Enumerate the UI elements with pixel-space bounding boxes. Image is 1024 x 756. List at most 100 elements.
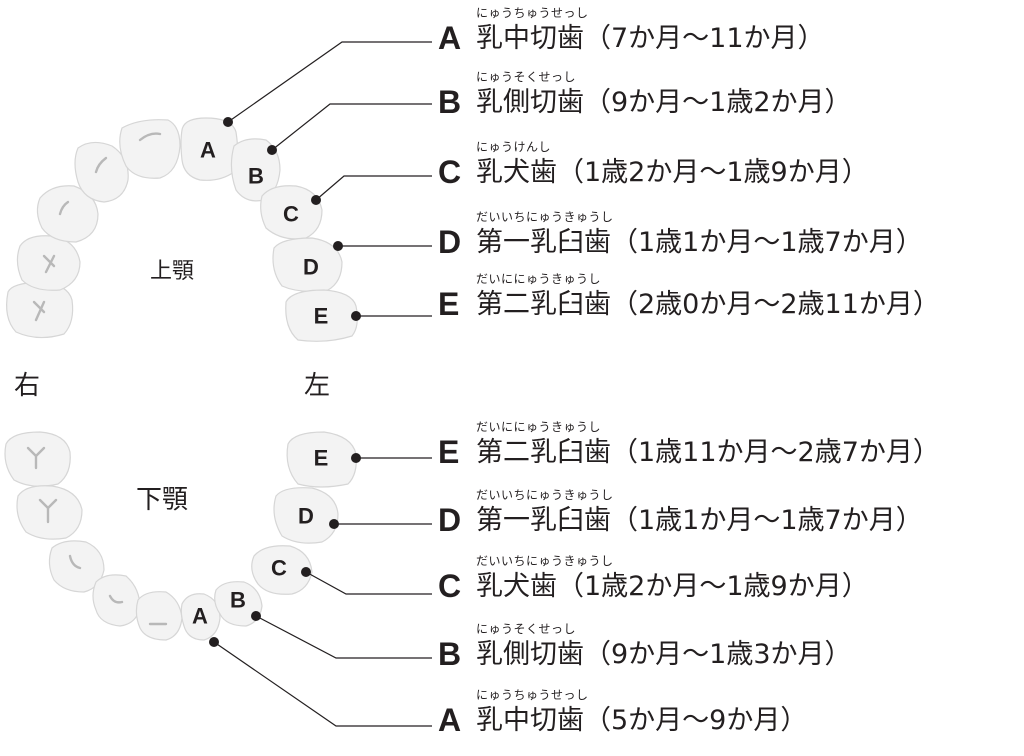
lower-entry-b-tooth-name: 乳側切歯: [476, 639, 584, 670]
lower-right-tooth-d: [16, 485, 83, 540]
lower-entry-d-name: 第一乳臼歯（1歳1か月〜1歳7か月）: [476, 503, 923, 539]
upper-entry-c-furigana: にゅうけんし: [476, 140, 552, 154]
upper-right-tooth-b: [74, 141, 129, 203]
upper-right-tooth-a-mark: [138, 132, 162, 142]
upper-entry-d-furigana: だいいちにゅうきゅうし: [476, 210, 614, 224]
left-side-label: 左: [304, 371, 330, 401]
upper-tooth-letter-d: D: [303, 255, 319, 280]
upper-left-tooth-d: [272, 237, 343, 292]
upper-entry-a-period: （7か月〜11か月）: [584, 23, 825, 54]
upper-entry-e-letter: E: [438, 286, 460, 322]
leader-upper-a: [227, 41, 432, 123]
upper-right-tooth-c: [36, 185, 99, 243]
lower-entry-c-name: 乳犬歯（1歳2か月〜1歳9か月）: [476, 569, 869, 605]
upper-left-tooth-c: [260, 185, 323, 240]
lower-left-tooth-c: [251, 545, 313, 595]
lower-right-tooth-b-mark: [108, 594, 124, 604]
lower-entry-a-name: 乳中切歯（5か月〜9か月）: [476, 703, 807, 739]
upper-jaw-label: 上顎: [150, 259, 194, 284]
upper-entry-b-period: （9か月〜1歳2か月）: [584, 87, 852, 118]
upper-entry-e-name: 第二乳臼歯（2歳0か月〜2歳11か月）: [476, 287, 940, 323]
lower-left-tooth-e: [286, 431, 357, 488]
upper-tooth-letter-c: C: [283, 202, 299, 227]
leader-upper-b: [271, 103, 432, 151]
leader-lower-c: [305, 571, 432, 595]
lower-entry-b-name: 乳側切歯（9か月〜1歳3か月）: [476, 637, 852, 673]
leader-dot-upper-c: [311, 195, 321, 205]
leader-dot-upper-b: [267, 145, 277, 155]
upper-entry-d-tooth-name: 第一乳臼歯: [476, 227, 611, 258]
upper-entry-a-furigana: にゅうちゅうせっし: [476, 6, 589, 20]
lower-entry-e-letter: E: [438, 434, 460, 470]
lower-entry-a-period: （5か月〜9か月）: [584, 705, 808, 736]
lower-jaw: A B C D E 下顎: [4, 431, 357, 641]
lower-entry-d-letter: D: [438, 502, 462, 538]
upper-entry-b-name: 乳側切歯（9か月〜1歳2か月）: [476, 85, 852, 121]
leader-dot-upper-e: [351, 311, 361, 321]
upper-entry-e-furigana: だいににゅうきゅうし: [476, 272, 602, 286]
upper-entry-d-name: 第一乳臼歯（1歳1か月〜1歳7か月）: [476, 225, 923, 261]
upper-entry-b-tooth-name: 乳側切歯: [476, 87, 584, 118]
lower-left-tooth-a: [180, 593, 221, 641]
lower-entry-c-tooth-name: 乳犬歯: [476, 571, 557, 602]
upper-right-tooth-a: [119, 119, 181, 179]
lower-entry-e-tooth-name: 第二乳臼歯: [476, 437, 611, 468]
leader-upper-c: [315, 175, 432, 201]
leader-dot-upper-d: [333, 241, 343, 251]
upper-right-tooth-c-mark: [58, 200, 70, 216]
upper-entry-e-period: （2歳0か月〜2歳11か月）: [611, 289, 940, 320]
upper-jaw: A B C D E 上顎: [6, 117, 358, 342]
leader-dot-lower-e: [351, 453, 361, 463]
lower-entry-e-furigana: だいににゅうきゅうし: [476, 420, 602, 434]
upper-entry-e-tooth-name: 第二乳臼歯: [476, 289, 611, 320]
lower-entry-c-furigana: だいいちにゅうきゅうし: [476, 554, 614, 568]
lower-entry-d-period: （1歳1か月〜1歳7か月）: [611, 505, 923, 536]
lower-entry-b-furigana: にゅうそくせっし: [476, 622, 577, 636]
leader-dot-lower-c: [301, 567, 311, 577]
lower-entry-b-letter: B: [438, 636, 462, 672]
upper-entry-a-letter: A: [438, 20, 462, 56]
upper-entry-c-period: （1歳2か月〜1歳9か月）: [557, 157, 869, 188]
right-side-label: 右: [14, 371, 40, 401]
upper-entry-d-period: （1歳1か月〜1歳7か月）: [611, 227, 923, 258]
upper-tooth-letter-b: B: [248, 164, 264, 189]
lower-right-tooth-d-mark: [38, 498, 58, 524]
upper-right-tooth-b-mark: [94, 156, 108, 174]
leader-lower-a: [213, 641, 432, 727]
upper-entry-b-furigana: にゅうそくせっし: [476, 70, 577, 84]
lower-right-tooth-e: [4, 431, 71, 487]
lower-right-tooth-c-mark: [68, 554, 82, 570]
lower-entry-c-period: （1歳2か月〜1歳9か月）: [557, 571, 869, 602]
lower-tooth-letter-d: D: [298, 504, 314, 529]
lower-entry-e-period: （1歳11か月〜2歳7か月）: [611, 437, 940, 468]
lower-leader-lines: [209, 453, 432, 727]
leader-lower-b: [255, 615, 432, 659]
upper-right-tooth-e-mark: [32, 300, 46, 322]
upper-entry-b-letter: B: [438, 84, 462, 120]
upper-entry-c-letter: C: [438, 154, 462, 190]
lower-right-tooth-e-mark: [26, 446, 46, 470]
lower-tooth-letter-a: A: [192, 604, 208, 629]
upper-left-tooth-e: [285, 289, 358, 342]
upper-entry-a-tooth-name: 乳中切歯: [476, 23, 584, 54]
upper-tooth-letter-e: E: [314, 304, 329, 329]
lower-tooth-letter-c: C: [271, 556, 287, 581]
leader-dot-lower-d: [329, 519, 339, 529]
lower-tooth-letter-b: B: [230, 588, 246, 613]
lower-entry-d-furigana: だいいちにゅうきゅうし: [476, 488, 614, 502]
leader-dot-lower-b: [251, 611, 261, 621]
lower-entry-d-tooth-name: 第一乳臼歯: [476, 505, 611, 536]
upper-entry-c-tooth-name: 乳犬歯: [476, 157, 557, 188]
lower-entry-a-furigana: にゅうちゅうせっし: [476, 688, 589, 702]
upper-entry-a-name: 乳中切歯（7か月〜11か月）: [476, 21, 825, 57]
upper-tooth-letter-a: A: [200, 138, 216, 163]
lower-right-tooth-b: [92, 574, 141, 627]
upper-leader-lines: [223, 41, 432, 321]
lower-entry-e-name: 第二乳臼歯（1歳11か月〜2歳7か月）: [476, 435, 940, 471]
leader-dot-lower-a: [209, 637, 219, 647]
upper-right-tooth-d: [16, 235, 81, 291]
upper-entry-c-name: 乳犬歯（1歳2か月〜1歳9か月）: [476, 155, 869, 191]
lower-tooth-letter-e: E: [314, 446, 329, 471]
lower-left-tooth-d: [273, 487, 339, 544]
